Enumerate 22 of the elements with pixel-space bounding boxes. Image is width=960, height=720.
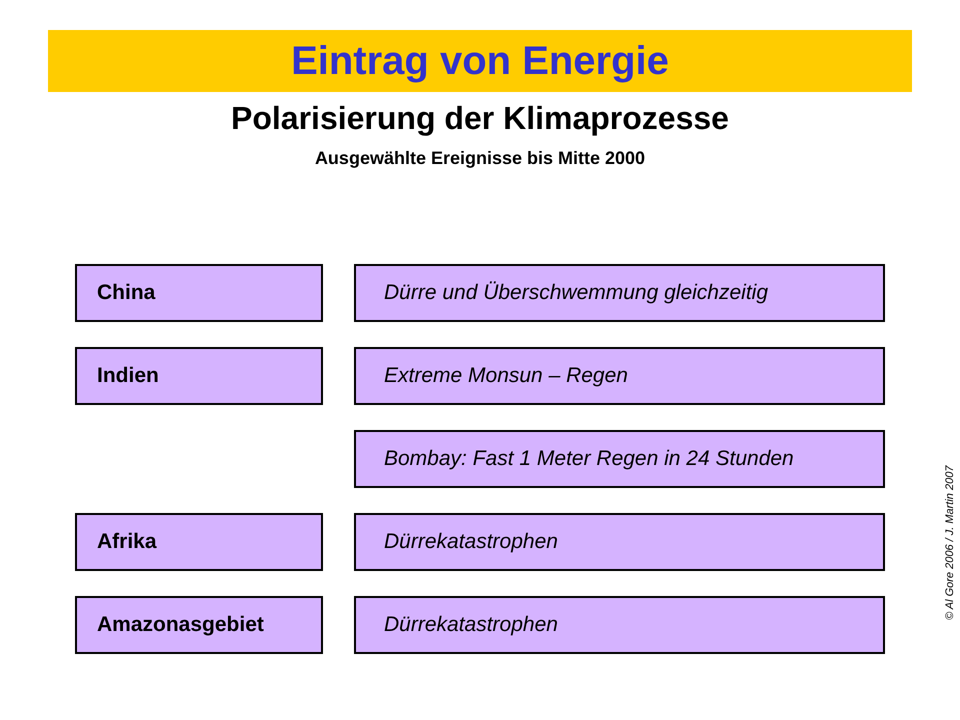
region-name: Afrika: [97, 530, 157, 554]
event-box: [354, 347, 885, 405]
region-box: [75, 347, 323, 405]
region-box: [75, 513, 323, 571]
event-text: Dürrekatastrophen: [384, 613, 558, 637]
event-text: Dürrekatastrophen: [384, 530, 558, 554]
copyright-note: © Al Gore 2006 / J. Martin 2007: [944, 466, 956, 620]
event-box: [354, 596, 885, 654]
event-box: [354, 430, 885, 488]
region-name: Indien: [97, 364, 159, 388]
event-text: Dürre und Überschwemmung gleichzeitig: [384, 281, 768, 305]
region-name: Amazonasgebiet: [97, 613, 264, 637]
subtitle: Polarisierung der Klimaprozesse: [231, 100, 729, 136]
event-text: Extreme Monsun – Regen: [384, 364, 628, 388]
event-box: [354, 513, 885, 571]
event-text: Bombay: Fast 1 Meter Regen in 24 Stunden: [384, 447, 794, 471]
title: Eintrag von Energie: [291, 38, 669, 84]
region-box: [75, 596, 323, 654]
note: Ausgewählte Ereignisse bis Mitte 2000: [314, 148, 646, 168]
region-box: [75, 264, 323, 322]
event-box: [354, 264, 885, 322]
region-name: China: [97, 281, 156, 305]
